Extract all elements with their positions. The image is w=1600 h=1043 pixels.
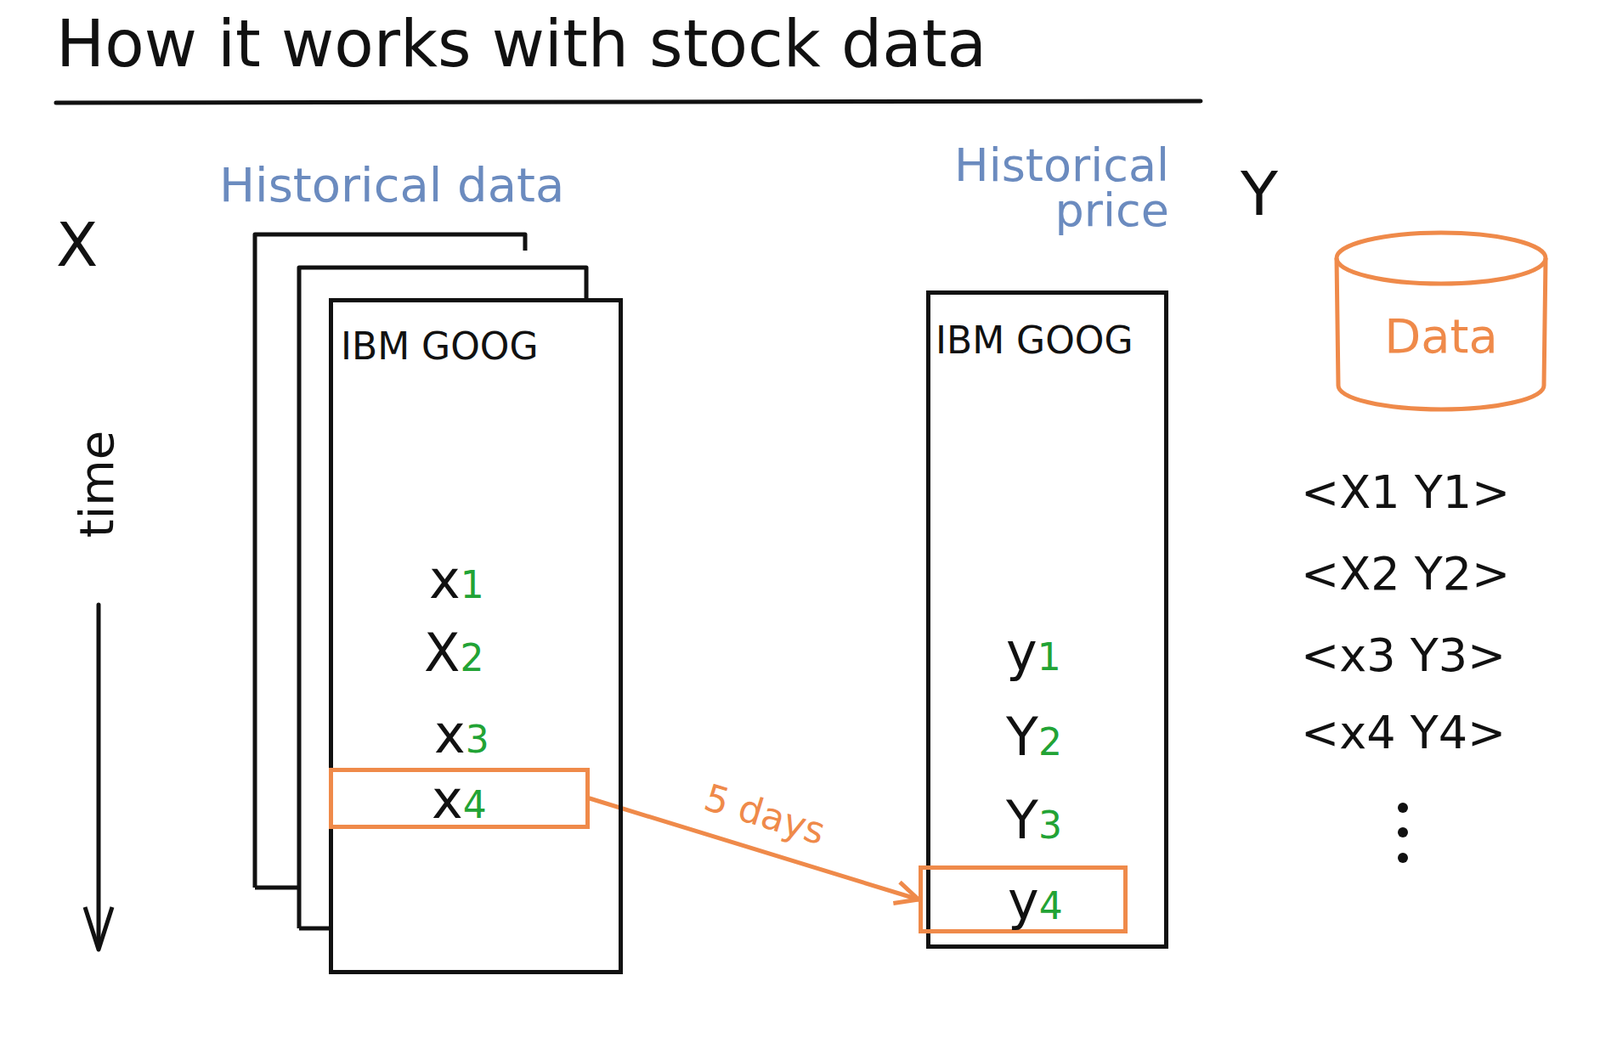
- database-cylinder: Data: [1331, 227, 1551, 415]
- axis-letter: X: [56, 214, 98, 276]
- ellipsis-dot: [1397, 827, 1408, 838]
- column-heading: Historical data: [219, 161, 565, 210]
- column-heading: Historical price: [888, 143, 1170, 234]
- ellipsis-dot: [1397, 853, 1408, 864]
- data-pair: <X1 Y1>: [1300, 469, 1510, 516]
- axis-letter: Y: [1240, 163, 1278, 225]
- diagram-title: How it works with stock data: [56, 11, 987, 77]
- data-pair: <X2 Y2>: [1300, 551, 1510, 598]
- column-names: IBM GOOG: [340, 327, 539, 366]
- database-label: Data: [1331, 312, 1551, 361]
- feature-row: x4: [431, 774, 487, 827]
- feature-row: x3: [434, 708, 490, 762]
- axis-label: time: [73, 430, 121, 539]
- data-pair: <x3 Y3>: [1300, 633, 1506, 679]
- feature-row: X2: [424, 627, 484, 680]
- data-pair: <x4 Y4>: [1300, 710, 1506, 757]
- title-underline: [56, 101, 1201, 103]
- stacked-sheet: [254, 886, 300, 891]
- price-row: Y2: [1006, 711, 1063, 764]
- price-row: y1: [1006, 626, 1062, 679]
- price-table-box: Historical priceIBM GOOGy1Y2Y3y4: [926, 290, 1169, 950]
- stacked-sheet: [299, 927, 329, 932]
- time-arrowhead: [84, 907, 113, 950]
- column-names: IBM GOOG: [935, 322, 1134, 360]
- highlight-row-box: x4: [328, 768, 590, 830]
- highlight-row-box: y4: [918, 865, 1128, 934]
- time-arrow: [96, 604, 102, 945]
- price-row: y4: [1007, 875, 1063, 928]
- price-row: Y3: [1006, 794, 1063, 848]
- ellipsis-dot: [1397, 802, 1408, 814]
- feature-row: x1: [429, 554, 485, 607]
- data-table-box: Historical dataIBM GOOGx1X2x3x4: [328, 298, 623, 975]
- stacked-sheet: [299, 267, 587, 929]
